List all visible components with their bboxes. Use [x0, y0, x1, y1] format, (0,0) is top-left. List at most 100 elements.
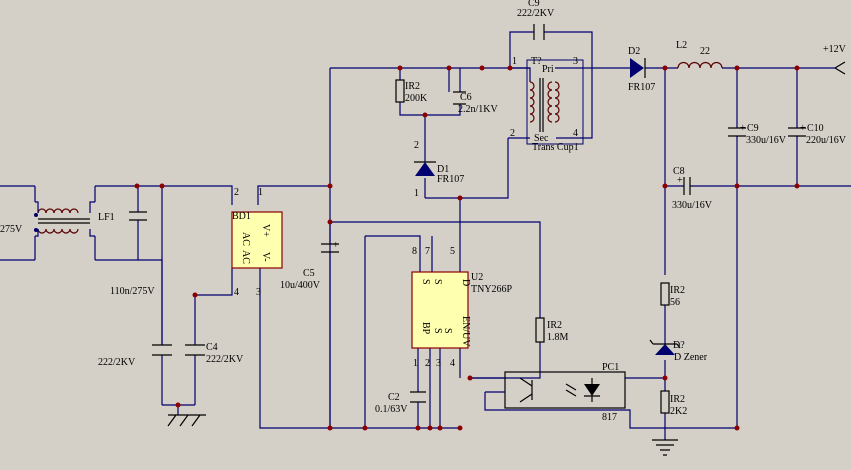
- transformer-t2: T? Pri Sec Trans Cup1 1 3 2 4: [510, 56, 584, 153]
- c9b-plus: +: [740, 123, 746, 134]
- r-mid-value: 1.8M: [547, 332, 569, 343]
- u2-pin-1: 1: [413, 358, 418, 369]
- bd1-pin-4: 4: [234, 287, 239, 298]
- c6-ref: C6: [460, 92, 472, 103]
- bd1-ref: BD1: [232, 211, 251, 222]
- bridge-rectifier-bd1: BD1 AC AC V+ V- 2 1 4 3: [231, 187, 283, 298]
- signal-ground-symbol: [652, 439, 678, 456]
- c9b-value: 330u/16V: [746, 135, 787, 146]
- u2-s-label-2: S: [432, 279, 443, 285]
- t2-pri-label: Pri: [542, 64, 554, 75]
- u2-s-label-4: S: [442, 328, 453, 334]
- u2-value: TNY266P: [471, 284, 513, 295]
- d1-pin-1: 1: [414, 188, 419, 199]
- c2-value: 0.1/63V: [375, 404, 408, 415]
- resistor-2k2: IR2 2K2: [660, 390, 687, 417]
- l2-ref: L2: [676, 40, 687, 51]
- inductor-l2: L2 22: [676, 40, 723, 69]
- c8-ref: C8: [673, 166, 685, 177]
- u2-bp-label: BP: [420, 322, 431, 335]
- c10-plus: +: [800, 123, 806, 134]
- r-top-ref: IR2: [405, 81, 420, 92]
- bd1-pin-3: 3: [256, 287, 261, 298]
- bd1-ac-top: AC: [240, 232, 251, 246]
- snubber-resistor: IR2 200K: [395, 79, 428, 104]
- resistor-1-8m: IR2 1.8M: [535, 317, 569, 343]
- d2-ref: D2: [628, 46, 640, 57]
- c2-ref: C2: [388, 392, 400, 403]
- output-arrow: [834, 61, 846, 75]
- diode-d1: 2 1 D1 FR107: [414, 140, 464, 199]
- chassis-ground-symbol: [167, 414, 206, 427]
- u2-pin-8: 8: [412, 246, 417, 257]
- r2k2-ref: IR2: [670, 394, 685, 405]
- t2-ref: T?: [531, 56, 542, 67]
- zener-diode: D? D Zener: [649, 339, 708, 363]
- c9-output-capacitor: + C9 330u/16V: [728, 123, 787, 146]
- t2-name: Trans Cup1: [532, 142, 579, 153]
- t2-sec-label: Sec: [534, 133, 549, 144]
- d1-value: FR107: [437, 174, 464, 185]
- u2-pin-5: 5: [450, 246, 455, 257]
- ic-u2: U2 TNY266P S S D BP S S EN/UV 8 7 5 1 2 …: [411, 246, 513, 369]
- u2-pin-4: 4: [450, 358, 455, 369]
- r2k2-value: 2K2: [670, 406, 687, 417]
- input-voltage: 275V: [0, 224, 23, 235]
- c9-top-value: 222/2KV: [517, 8, 555, 19]
- u2-pin-2: 2: [425, 358, 430, 369]
- r-top-value: 200K: [405, 93, 428, 104]
- c10-ref: C10: [807, 123, 824, 134]
- bd1-pin-2: 2: [234, 187, 239, 198]
- u2-ref: U2: [471, 272, 483, 283]
- line-filter-lf1: LF1 275V: [0, 186, 115, 260]
- optocoupler-pc1: PC1 817: [504, 362, 626, 423]
- output-12v-label: +12V: [823, 44, 847, 55]
- c4-value: 222/2KV: [206, 354, 244, 365]
- x-capacitor: 110n/275V: [110, 211, 155, 297]
- diode-d2: D2 FR107: [628, 46, 655, 93]
- c9-top-ref: C9: [528, 0, 540, 9]
- l2-value: 22: [700, 46, 710, 57]
- c5-value: 10u/400V: [280, 280, 321, 291]
- bd1-vminus: V-: [260, 252, 271, 262]
- d1-ref: D1: [437, 164, 449, 175]
- c5-ref: C5: [303, 268, 315, 279]
- bd1-vplus: V+: [260, 224, 271, 237]
- t2-pin-1: 1: [512, 56, 517, 67]
- r56-ref: IR2: [670, 285, 685, 296]
- c6-capacitor: C6 2.2n/1KV: [453, 91, 499, 115]
- resistor-56: IR2 56: [660, 282, 685, 308]
- u2-pin-7: 7: [425, 246, 430, 257]
- c5-bulk-capacitor: + C5 10u/400V: [280, 240, 339, 291]
- cx-value: 110n/275V: [110, 286, 155, 297]
- c4-ref: C4: [206, 342, 218, 353]
- zener-ref: D?: [673, 340, 685, 351]
- t2-pin-3: 3: [573, 56, 578, 67]
- c9-snubber-capacitor: C9 222/2KV: [517, 0, 555, 40]
- d2-value: FR107: [628, 82, 655, 93]
- junction-dots: [134, 65, 800, 431]
- zener-value: D Zener: [674, 352, 708, 363]
- y-capacitor-c4: C4 222/2KV: [185, 342, 244, 365]
- y-capacitor-1: 222/2KV: [98, 344, 172, 368]
- u2-s-label-3: S: [432, 328, 443, 334]
- u2-pin-3: 3: [436, 358, 441, 369]
- d1-pin-2: 2: [414, 140, 419, 151]
- c6-value: 2.2n/1KV: [458, 104, 499, 115]
- c8-capacitor: + C8 330u/16V: [672, 166, 713, 211]
- r56-value: 56: [670, 297, 680, 308]
- t2-pin-4: 4: [573, 128, 578, 139]
- t2-pin-2: 2: [510, 128, 515, 139]
- lf1-ref: LF1: [98, 212, 115, 223]
- c9b-ref: C9: [747, 123, 759, 134]
- u2-en-label: EN/UV: [460, 316, 471, 347]
- bd1-pin-1: 1: [258, 187, 263, 198]
- cy1-value: 222/2KV: [98, 357, 136, 368]
- c10-output-capacitor: + C10 220u/16V: [788, 123, 847, 146]
- pc1-value: 817: [602, 412, 617, 423]
- pc1-ref: PC1: [602, 362, 619, 373]
- c2-capacitor: C2 0.1/63V: [375, 391, 426, 415]
- u2-s-label-1: S: [420, 279, 431, 285]
- r-mid-ref: IR2: [547, 320, 562, 331]
